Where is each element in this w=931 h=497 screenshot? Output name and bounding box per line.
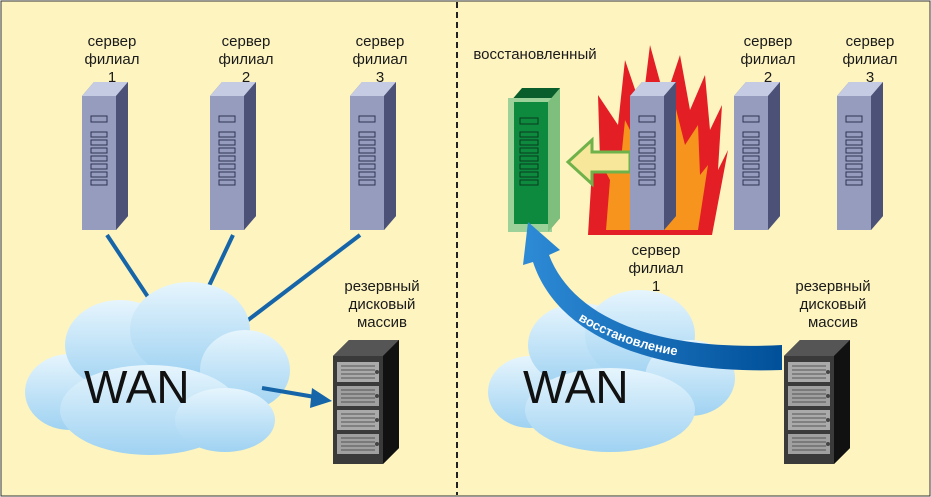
right-server-2 <box>733 81 781 231</box>
restored-server <box>508 88 560 232</box>
recovery-arrow <box>523 222 782 371</box>
left-wan-cloud <box>25 282 290 455</box>
left-server-1 <box>81 81 129 231</box>
left-backup-storage <box>332 339 400 465</box>
left-backup-link <box>261 386 332 408</box>
restored-server-label: восстановленный <box>473 46 597 63</box>
right-backup-storage <box>783 339 851 465</box>
right-server-1 <box>629 81 677 231</box>
left-server-3 <box>349 81 397 231</box>
left-wan-label: WAN <box>84 361 190 413</box>
right-wan-label: WAN <box>523 361 629 413</box>
right-server-3 <box>836 81 884 231</box>
left-server-2 <box>209 81 257 231</box>
